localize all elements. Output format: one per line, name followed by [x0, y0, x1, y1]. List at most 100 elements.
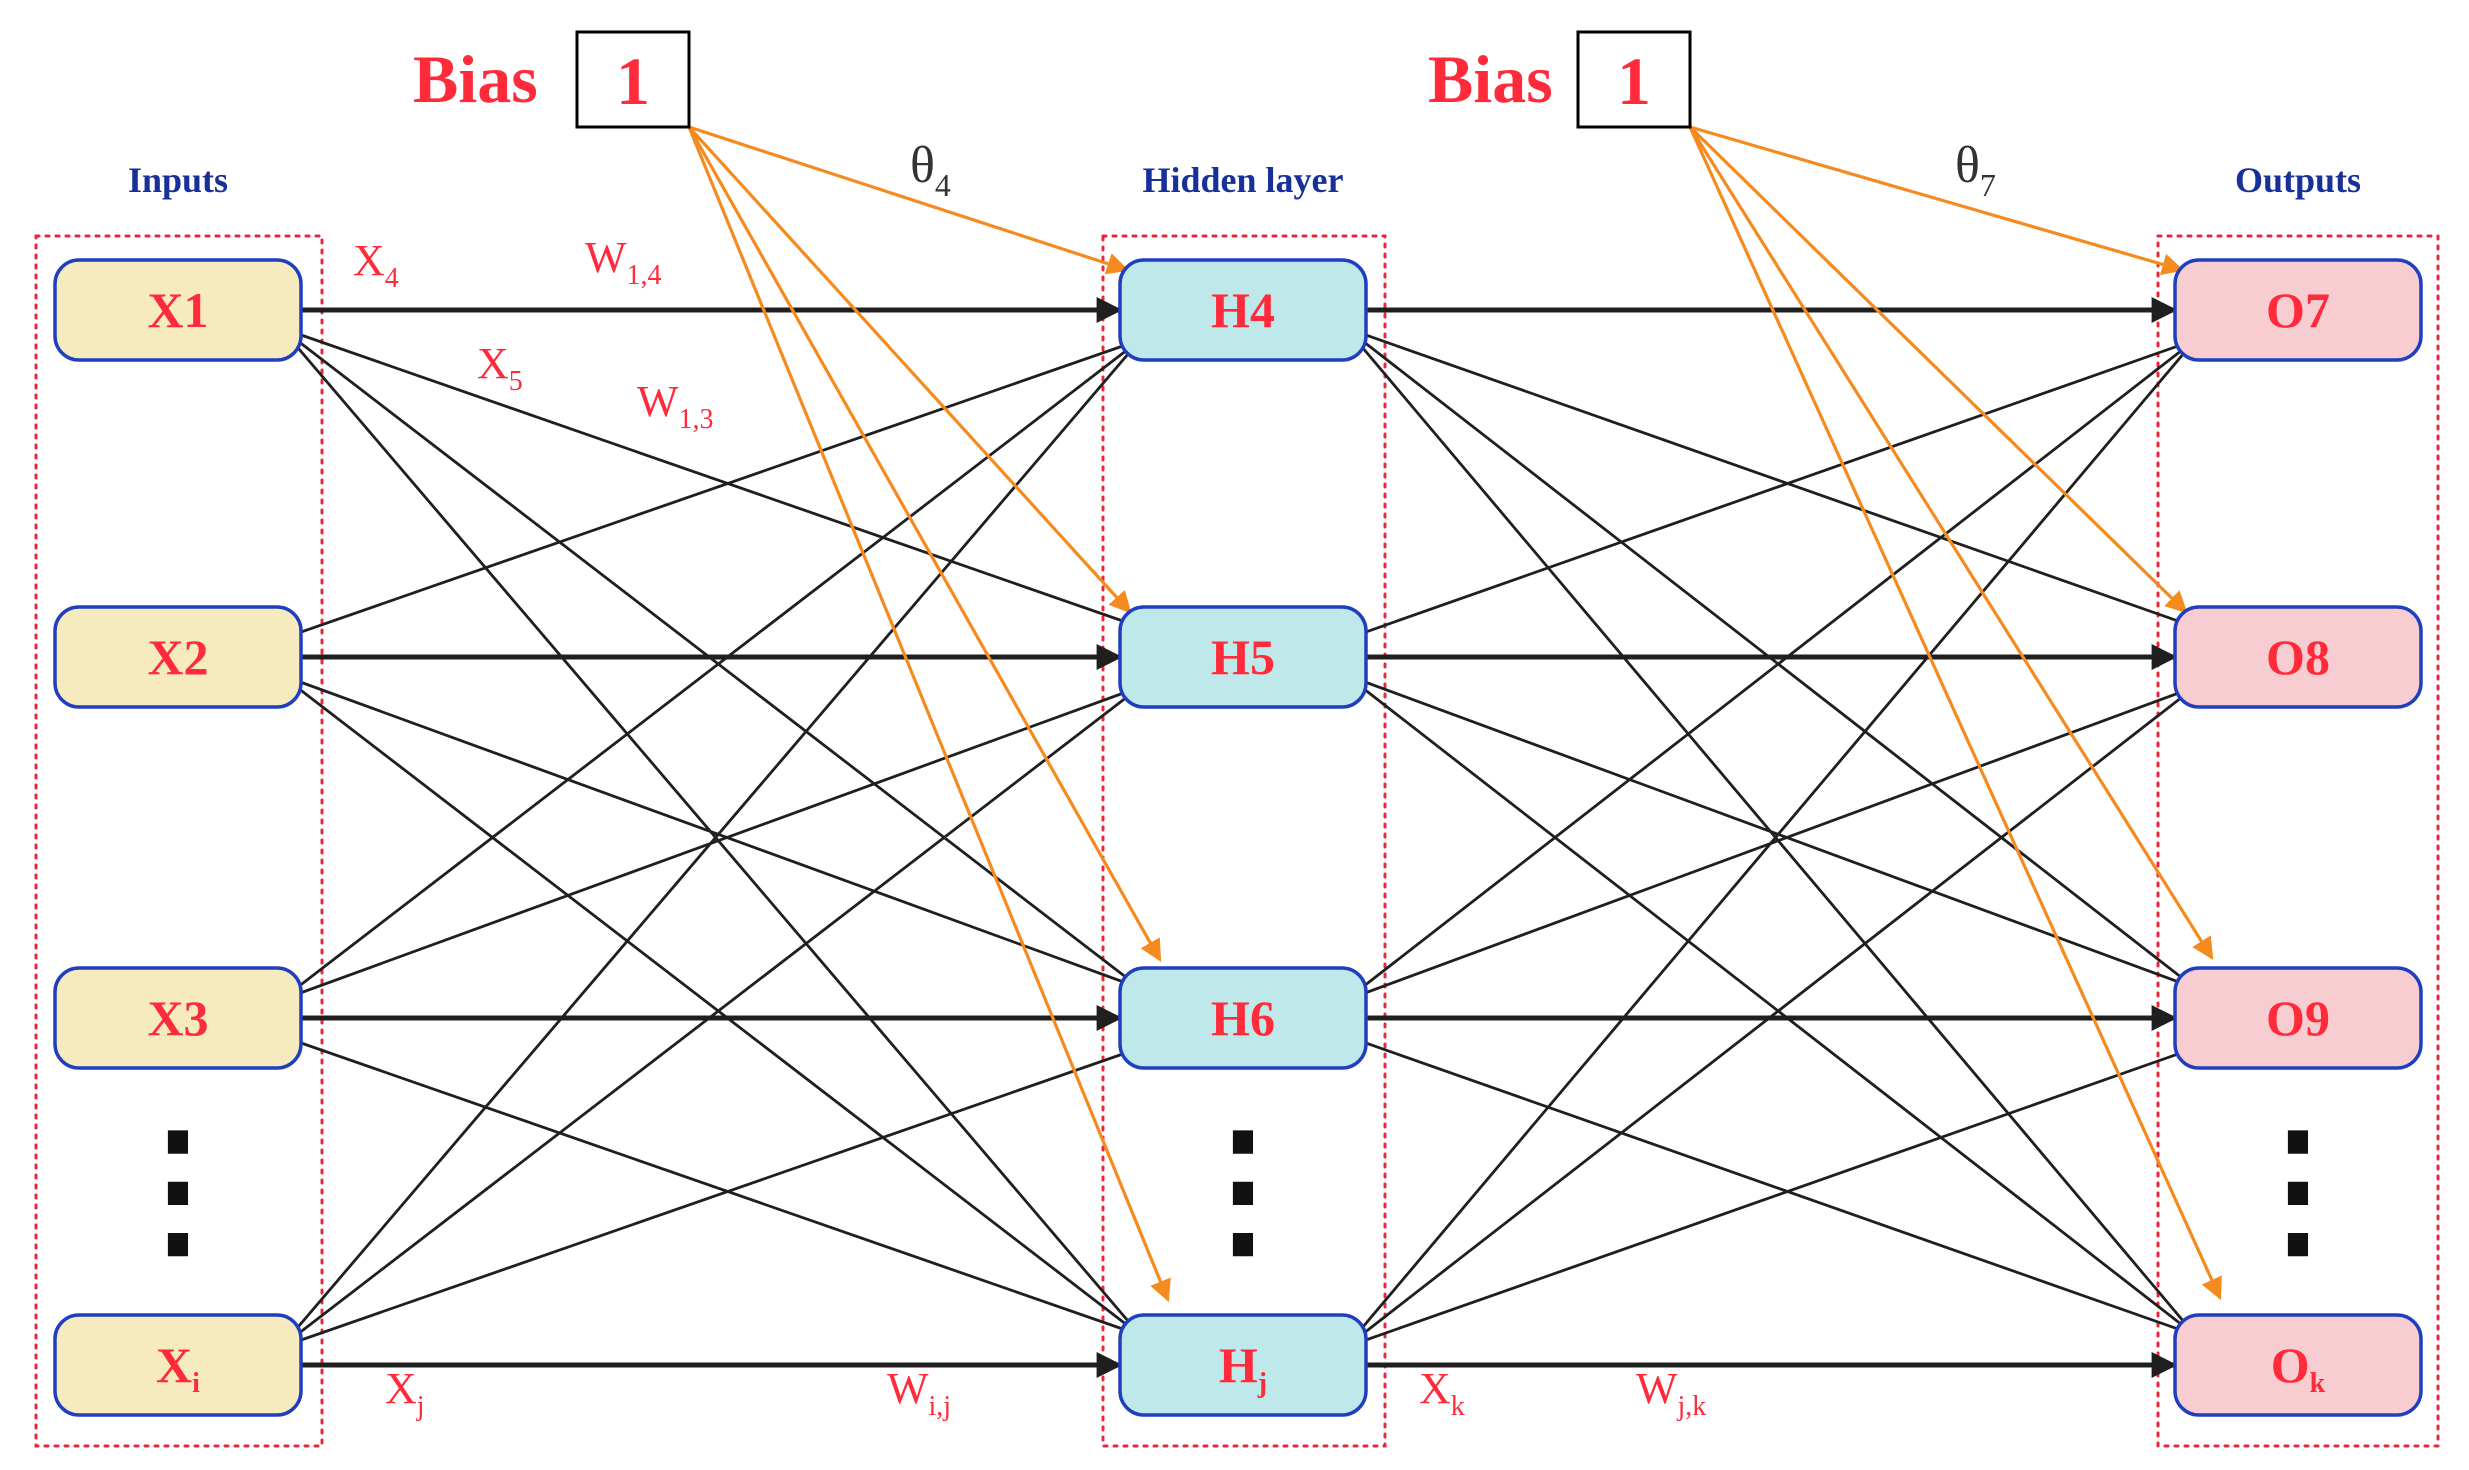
hidden-group-box	[1101, 234, 1387, 1448]
connection-hidden-4-to-outputs-2	[1345, 685, 2196, 1349]
outputs-title: Outputs	[2235, 160, 2361, 200]
edge-label-w14-sub: 1,4	[627, 260, 662, 291]
inputs-node-2-text: X2	[147, 629, 208, 685]
outputs-node-1-text: O7	[2266, 282, 2330, 338]
bias-value-1: 1	[616, 43, 650, 119]
inputs-ellipsis: ⋮	[103, 1107, 253, 1273]
edge-label-wjk-sub: j,k	[1677, 1391, 1707, 1422]
inputs-node-1-box	[53, 258, 303, 362]
hidden-node-4-box	[1118, 1313, 1368, 1417]
bias-2-arrow-3	[1688, 126, 2214, 960]
connection-hidden-2-to-outputs-4	[1345, 673, 2196, 1337]
edge-label-w14: W1,4	[585, 233, 662, 291]
bias-box-1	[575, 30, 691, 129]
connection-inputs-4-to-hidden-3	[280, 1046, 1141, 1349]
edge-label-xk-sub: k	[1451, 1391, 1465, 1422]
hidden-node-1-box	[1118, 258, 1368, 362]
outputs-node-3-box	[2173, 966, 2423, 1070]
edge-label-w13-sub: 1,3	[679, 404, 714, 435]
inputs-node-4-text: X	[156, 1337, 192, 1393]
hidden-node-1: H4	[1118, 258, 1368, 362]
theta-7-label: θ7	[1955, 137, 1996, 203]
hidden-node-4: Hj	[1118, 1313, 1368, 1417]
edge-label-x5-main: X	[477, 339, 509, 388]
edge-label-w14-main: W	[585, 233, 627, 282]
inputs-node-4: Xi	[53, 1313, 303, 1417]
inputs-node-3-label: X3	[147, 990, 208, 1046]
theta-7-subscript: 7	[1980, 167, 1996, 203]
hidden-node-2: H5	[1118, 605, 1368, 709]
hidden-node-4-label: Hj	[1219, 1337, 1267, 1399]
outputs-ellipsis: ⋮	[2223, 1107, 2373, 1273]
inputs-node-1-text: X1	[147, 282, 208, 338]
inputs-node-3-box	[53, 966, 303, 1070]
edge-label-x4-main: X	[353, 236, 385, 285]
outputs-node-4-subscript: k	[2310, 1368, 2326, 1399]
hidden-node-4-subscript: j	[1257, 1368, 1267, 1399]
inputs-node-3-text: X3	[147, 990, 208, 1046]
bias-value-2: 1	[1617, 43, 1651, 119]
edge-labels: X4 W1,4 X5 W1,3 Xj Wi,j Xk Wj,k	[353, 233, 1706, 1422]
connection-hidden-1-to-outputs-2	[1345, 326, 2196, 629]
connection-inputs-1-to-hidden-2	[280, 326, 1141, 629]
outputs-node-4: Ok	[2173, 1313, 2423, 1417]
edge-label-xk-main: X	[1419, 1364, 1451, 1413]
hidden-node-4-text: H	[1219, 1337, 1258, 1393]
connection-inputs-2-to-hidden-3	[280, 673, 1141, 990]
edge-label-xj-sub: j	[416, 1391, 425, 1422]
hidden-node-3-box	[1118, 966, 1368, 1070]
inputs-node-1: X1	[53, 258, 303, 362]
outputs-node-2-box	[2173, 605, 2423, 709]
outputs-node-2-text: O8	[2266, 629, 2330, 685]
outputs-node-4-label: Ok	[2271, 1337, 2326, 1399]
bias-connections	[687, 125, 2222, 1303]
theta-4-label: θ4	[910, 137, 951, 203]
theta-4-symbol: θ	[910, 137, 935, 194]
bias-unit-1: Bias 1	[413, 30, 691, 129]
connection-hidden-2-to-outputs-1	[1345, 338, 2196, 641]
edge-label-w13-main: W	[637, 377, 679, 426]
bias-2-arrow-1	[1689, 125, 2185, 276]
connection-inputs-3-to-hidden-1	[280, 338, 1141, 1002]
bias-label-1: Bias	[413, 41, 538, 117]
connection-inputs-2-to-hidden-4	[280, 673, 1141, 1337]
hidden-node-2-box	[1118, 605, 1368, 709]
edge-label-wij-main: W	[887, 1364, 929, 1413]
hidden-node-1-label: H4	[1211, 282, 1275, 338]
connection-inputs-4-to-hidden-2	[280, 685, 1141, 1349]
inputs-node-3: X3	[53, 966, 303, 1070]
inputs-node-4-subscript: i	[192, 1368, 200, 1399]
edge-label-x5-sub: 5	[509, 366, 523, 397]
inputs-node-4-box	[53, 1313, 303, 1417]
outputs-node-3: O9	[2173, 966, 2423, 1070]
edge-label-w13: W1,3	[637, 377, 714, 435]
connection-hidden-3-to-outputs-4	[1345, 1034, 2196, 1337]
connection-hidden-4-to-outputs-1	[1344, 339, 2197, 1348]
hidden-node-3-text: H6	[1211, 990, 1275, 1046]
connection-inputs-2-to-hidden-1	[280, 338, 1141, 641]
hidden-ellipsis: ⋮	[1168, 1107, 1318, 1273]
hidden-node-1-text: H4	[1211, 282, 1275, 338]
hidden-node-2-text: H5	[1211, 629, 1275, 685]
inputs-node-2-label: X2	[147, 629, 208, 685]
edge-label-xk: Xk	[1419, 1364, 1465, 1422]
hidden-node-3: H6	[1118, 966, 1368, 1070]
connections	[279, 297, 2197, 1378]
bias-box-2	[1576, 30, 1692, 129]
edge-label-wij: Wi,j	[887, 1364, 951, 1422]
inputs-node-4-label: Xi	[156, 1337, 200, 1399]
hidden-node-3-label: H6	[1211, 990, 1275, 1046]
theta-4-subscript: 4	[935, 167, 951, 203]
connection-inputs-3-to-hidden-4	[280, 1034, 1141, 1337]
outputs-node-3-text: O9	[2266, 990, 2330, 1046]
outputs-node-4-box	[2173, 1313, 2423, 1417]
outputs-node-2-label: O8	[2266, 629, 2330, 685]
outputs-node-3-label: O9	[2266, 990, 2330, 1046]
connection-hidden-2-to-outputs-3	[1345, 673, 2196, 990]
bias-2-arrow-4	[1688, 126, 2222, 1301]
edge-label-wjk-main: W	[1636, 1364, 1678, 1413]
bias-1-arrow-1	[688, 125, 1130, 275]
inputs-group-box	[34, 234, 324, 1448]
